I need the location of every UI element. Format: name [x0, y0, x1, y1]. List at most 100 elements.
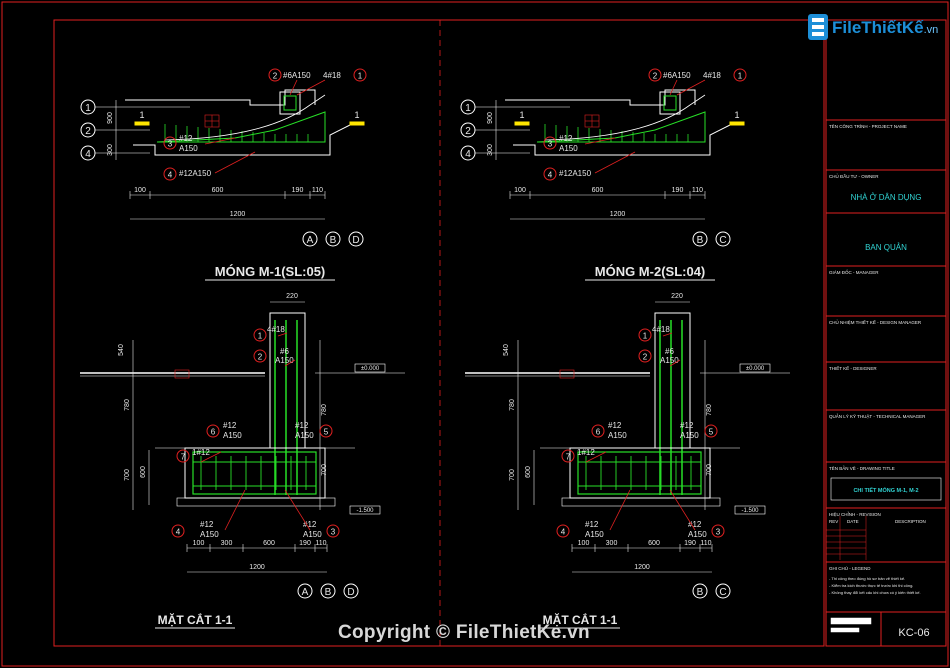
left-section-view-rebar-r5b: A150	[295, 431, 314, 440]
leader	[284, 489, 311, 531]
left-plan-view-rebar-mid2: A150	[179, 144, 198, 153]
right-plan-view-dim-bottom-1: 600	[592, 187, 604, 194]
left-section-view-axis-D-num: D	[347, 587, 354, 598]
left-plan-view-axis-B-bubble	[325, 231, 341, 247]
right-section-view-callout-6-bubble	[591, 424, 605, 438]
owner-name: BAN QUẢN	[865, 243, 907, 252]
left-section-view-callout-1-bubble	[253, 328, 267, 342]
leader	[284, 359, 296, 367]
left-section-view-level-top: ±0.000	[361, 366, 380, 372]
left-plan-view-grid-1-num: 1	[85, 103, 91, 114]
leader	[277, 332, 288, 337]
right-plan-view-rebar-mid2: A150	[559, 144, 578, 153]
title-label-6: QUẢN LÝ KỸ THUẬT - TECHNICAL MANAGER	[829, 413, 926, 419]
left-section-view-rebar-r3b: A150	[303, 530, 322, 539]
right-section-view-rebar-r4a: #12	[585, 520, 599, 529]
right-plan-view-title: MÓNG M-2(SL:04)	[595, 264, 706, 279]
left-plan-view-grid-4-num: 4	[85, 149, 91, 160]
left-plan-view-callout-4-bubble	[163, 167, 177, 181]
left-section-view-dim-bottom-2: 600	[263, 540, 275, 547]
left-plan-view-axis-B-num: B	[330, 235, 337, 246]
left-section-view-axis-B-bubble	[320, 583, 336, 599]
title-label-8: HIỆU CHỈNH - REVISION	[829, 510, 881, 517]
right-plan-view-grid-1-num: 1	[465, 103, 471, 114]
right-plan-view-dim-total: 1200	[610, 211, 626, 218]
left-plan-view-rebar-bot: #12A150	[179, 169, 212, 178]
left-section-view-callout-4-bubble	[171, 524, 185, 538]
left-plan-view-dim-bottom-0: 100	[134, 187, 146, 194]
left-section-view-callout-3-num: 3	[331, 528, 336, 537]
project-name: NHÀ Ở DÂN DỤNG	[851, 193, 922, 202]
right-section-view-rebar-r6b: A150	[608, 431, 627, 440]
leader	[662, 332, 673, 337]
leader	[584, 137, 616, 145]
left-section-view-rebar-r1: 4#18	[267, 325, 285, 334]
lean-concrete	[561, 497, 721, 507]
left-section-view-callout-5-num: 5	[324, 428, 329, 437]
dim-side: 700	[124, 469, 131, 481]
leader	[204, 137, 236, 145]
right-section-view-dim-top: 220	[671, 293, 683, 300]
footing-cage	[192, 451, 317, 495]
column	[279, 91, 301, 115]
left-section-view-callout-1-num: 1	[258, 332, 263, 341]
earth-curve	[544, 94, 706, 141]
left-plan-view-dim-total: 1200	[230, 211, 246, 218]
right-section-view-callout-5-num: 5	[709, 428, 714, 437]
right-plan-view-dim-side-0: 900	[487, 112, 494, 124]
right-plan-view-callout-2-num: 2	[653, 72, 658, 81]
right-section-view-callout-7-num: 7	[566, 453, 571, 462]
section-mark-left	[514, 121, 530, 126]
left-section-view-rebar-r2b: A150	[275, 356, 294, 365]
column	[659, 91, 681, 115]
left-section-view-callout-7-bubble	[176, 449, 190, 463]
left-plan-view-dim-side-1: 300	[107, 144, 114, 156]
left-section-view-axis-D-bubble	[343, 583, 359, 599]
leader	[224, 489, 246, 531]
right-section-view-rebar-r3b: A150	[688, 530, 707, 539]
right-plan-view-dim-side-1: 300	[487, 144, 494, 156]
dim-side: 600	[525, 466, 532, 478]
right-section-view-axis-B-bubble	[692, 583, 708, 599]
copyright-watermark: Copyright © FileThietKe.vn	[338, 622, 590, 643]
left-plan-view-dim-bottom-2: 190	[292, 187, 304, 194]
left-plan-view-dim-side-0: 900	[107, 112, 114, 124]
note-line-1: - Kiểm tra kích thước thực tế trước khi …	[829, 583, 913, 588]
right-section-view-callout-2-num: 2	[643, 353, 648, 362]
leader	[669, 79, 678, 96]
dim-side: 540	[118, 344, 125, 356]
left-plan-view-rebar-mid1: #12	[179, 134, 193, 143]
right-plan-view-rebar-bot: #12A150	[559, 169, 592, 178]
right-section-view-title: MẶT CẮT 1-1	[543, 612, 618, 627]
right-section-view-callout-2-bubble	[638, 349, 652, 363]
drawing-title: CHI TIẾT MÓNG M-1, M-2	[853, 486, 918, 494]
left-section-view-level-bot: -1.500	[356, 508, 374, 514]
left-section-view-dim-bottom-1: 300	[221, 540, 233, 547]
left-section-view-rebar-r6a: #12	[223, 421, 237, 430]
left-plan-view-grid-2-num: 2	[85, 126, 91, 137]
right-section-view-callout-6-num: 6	[596, 428, 601, 437]
left-section-view-dim-total: 1200	[249, 564, 265, 571]
left-plan-view-dim-bottom-1: 600	[212, 187, 224, 194]
left-section-view-callout-6-num: 6	[211, 428, 216, 437]
right-section-view-level-top: ±0.000	[746, 366, 765, 372]
left-plan-view-axis-D-num: D	[352, 235, 359, 246]
right-section-view-callout-4-bubble	[556, 524, 570, 538]
leader	[200, 451, 222, 463]
left-section-view-rebar-r2a: #6	[280, 347, 289, 356]
right-plan-view-dim-bottom-3: 110	[692, 187, 703, 194]
level-box-bot	[349, 505, 381, 515]
dim-side: 700	[321, 464, 328, 476]
right-section-view-rebar-r5b: A150	[680, 431, 699, 440]
right-section-view-dim-bottom-4: 110	[700, 540, 711, 547]
right-section-view-dim-total: 1200	[634, 564, 650, 571]
right-section-view-rebar-r5a: #12	[680, 421, 694, 430]
right-plan-view-callout-3-bubble	[543, 136, 557, 150]
dim-side: 700	[509, 469, 516, 481]
footing-bottom-edge	[513, 124, 731, 156]
right-section-view-axis-B-num: B	[697, 587, 704, 598]
right-plan-view-axis-B-bubble	[692, 231, 708, 247]
